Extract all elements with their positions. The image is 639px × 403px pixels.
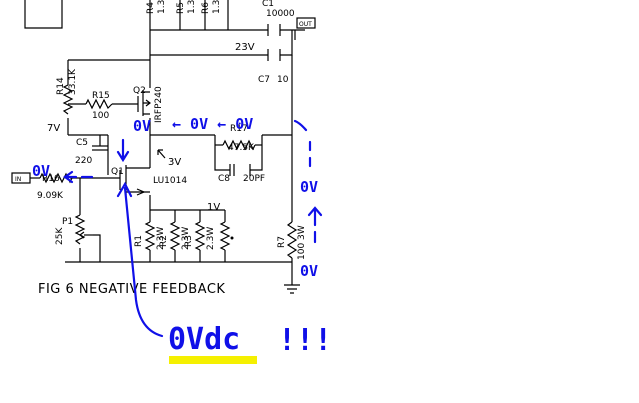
- label-r7-ref: R7: [277, 236, 287, 248]
- label-23v: 23V: [235, 42, 255, 53]
- label-c5-val: 220: [75, 156, 92, 166]
- label-p1-ref: P1: [62, 217, 73, 227]
- annotation-input-arrow: [63, 170, 94, 184]
- label-1v: 1V: [207, 202, 220, 213]
- label-r6-val: 1.3W: [212, 0, 222, 14]
- annotation-gate-0v: 0V: [133, 117, 151, 135]
- annotation-pointer-arrowhead: [116, 181, 133, 198]
- annotation-curl: [293, 119, 308, 132]
- label-r7-val: 100 3W: [297, 225, 307, 260]
- label-c5-ref: C5: [76, 138, 88, 148]
- label-in: IN: [15, 176, 21, 183]
- label-c7-val: 10: [277, 75, 289, 85]
- label-r6-ref: R6: [201, 2, 211, 14]
- figure-caption: FIG 6 NEGATIVE FEEDBACK: [38, 282, 225, 297]
- label-r3-ref: R3: [184, 235, 194, 247]
- label-r5-ref: R5: [176, 2, 186, 14]
- label-r16-ref: R16: [42, 174, 60, 184]
- arrow-3v: [157, 149, 166, 159]
- label-p1-val: 25K: [55, 227, 65, 245]
- annotation-input-0v: 0V: [32, 162, 50, 180]
- label-out: OUT: [299, 21, 312, 28]
- annotation-exclaim: !!!: [278, 323, 332, 358]
- annotation-pointer-line: [123, 186, 164, 338]
- label-r3-val: 2.3W: [206, 227, 216, 250]
- label-r1-ref: R1: [134, 235, 144, 247]
- resistor-symbols: [39, 84, 298, 259]
- label-q1-val: LU1014: [153, 176, 187, 186]
- component-labels: R4 1.3W R5 1.3W R6 1.3W C1 10000 23V C7 …: [15, 0, 312, 297]
- annotation-down-arrow: [116, 138, 130, 163]
- label-r14-ref: R14: [56, 77, 66, 95]
- annotation-0vdc: 0Vdc: [168, 322, 240, 357]
- capacitor-symbols: [229, 24, 281, 176]
- label-c1-ref: C1: [262, 0, 274, 9]
- label-c8-val: 20PF: [243, 174, 265, 184]
- annotation-output-arrow: [307, 206, 323, 244]
- label-r15-ref: R15: [92, 91, 110, 101]
- label-q2-ref: Q2: [133, 86, 146, 96]
- label-c1-val: 10000: [266, 9, 295, 19]
- hand-annotations: 0V ← 0V ← 0V 0V 0V 0V 0Vdc !!!: [32, 115, 332, 364]
- label-c7-ref: C7: [258, 75, 270, 85]
- label-q1-ref: Q1: [111, 167, 124, 177]
- label-r15-val: 100: [92, 111, 109, 121]
- label-r2-val: 2.3W: [181, 227, 191, 250]
- label-c8-ref: C8: [218, 174, 230, 184]
- label-r2-ref: R2: [159, 235, 169, 247]
- label-r1-val: 2.3W: [156, 227, 166, 250]
- label-7v: 7V: [47, 123, 60, 134]
- annotation-mid-0v: ← 0V ← 0V: [172, 115, 253, 133]
- highlight-bar: [169, 356, 257, 364]
- transistor-q2: [137, 90, 151, 116]
- wiring: [24, 0, 305, 294]
- label-r16-val: 9.09K: [37, 191, 64, 201]
- annotation-output-0v-b: 0V: [300, 262, 318, 280]
- label-r4-val: 1.3W: [157, 0, 167, 14]
- label-q2-val: IRFP240: [154, 86, 164, 123]
- label-r14-val: 33.1K: [68, 68, 78, 95]
- label-r5-val: 1.3W: [187, 0, 197, 14]
- label-r17-ref: R17: [230, 124, 248, 134]
- terminals: [11, 17, 316, 240]
- label-r4-ref: R4: [146, 2, 156, 14]
- label-3v: 3V: [168, 157, 181, 168]
- label-r17-val: 47.5K: [228, 143, 255, 153]
- transistor-q1: [119, 165, 150, 196]
- annotation-output-0v-a: 0V: [300, 178, 318, 196]
